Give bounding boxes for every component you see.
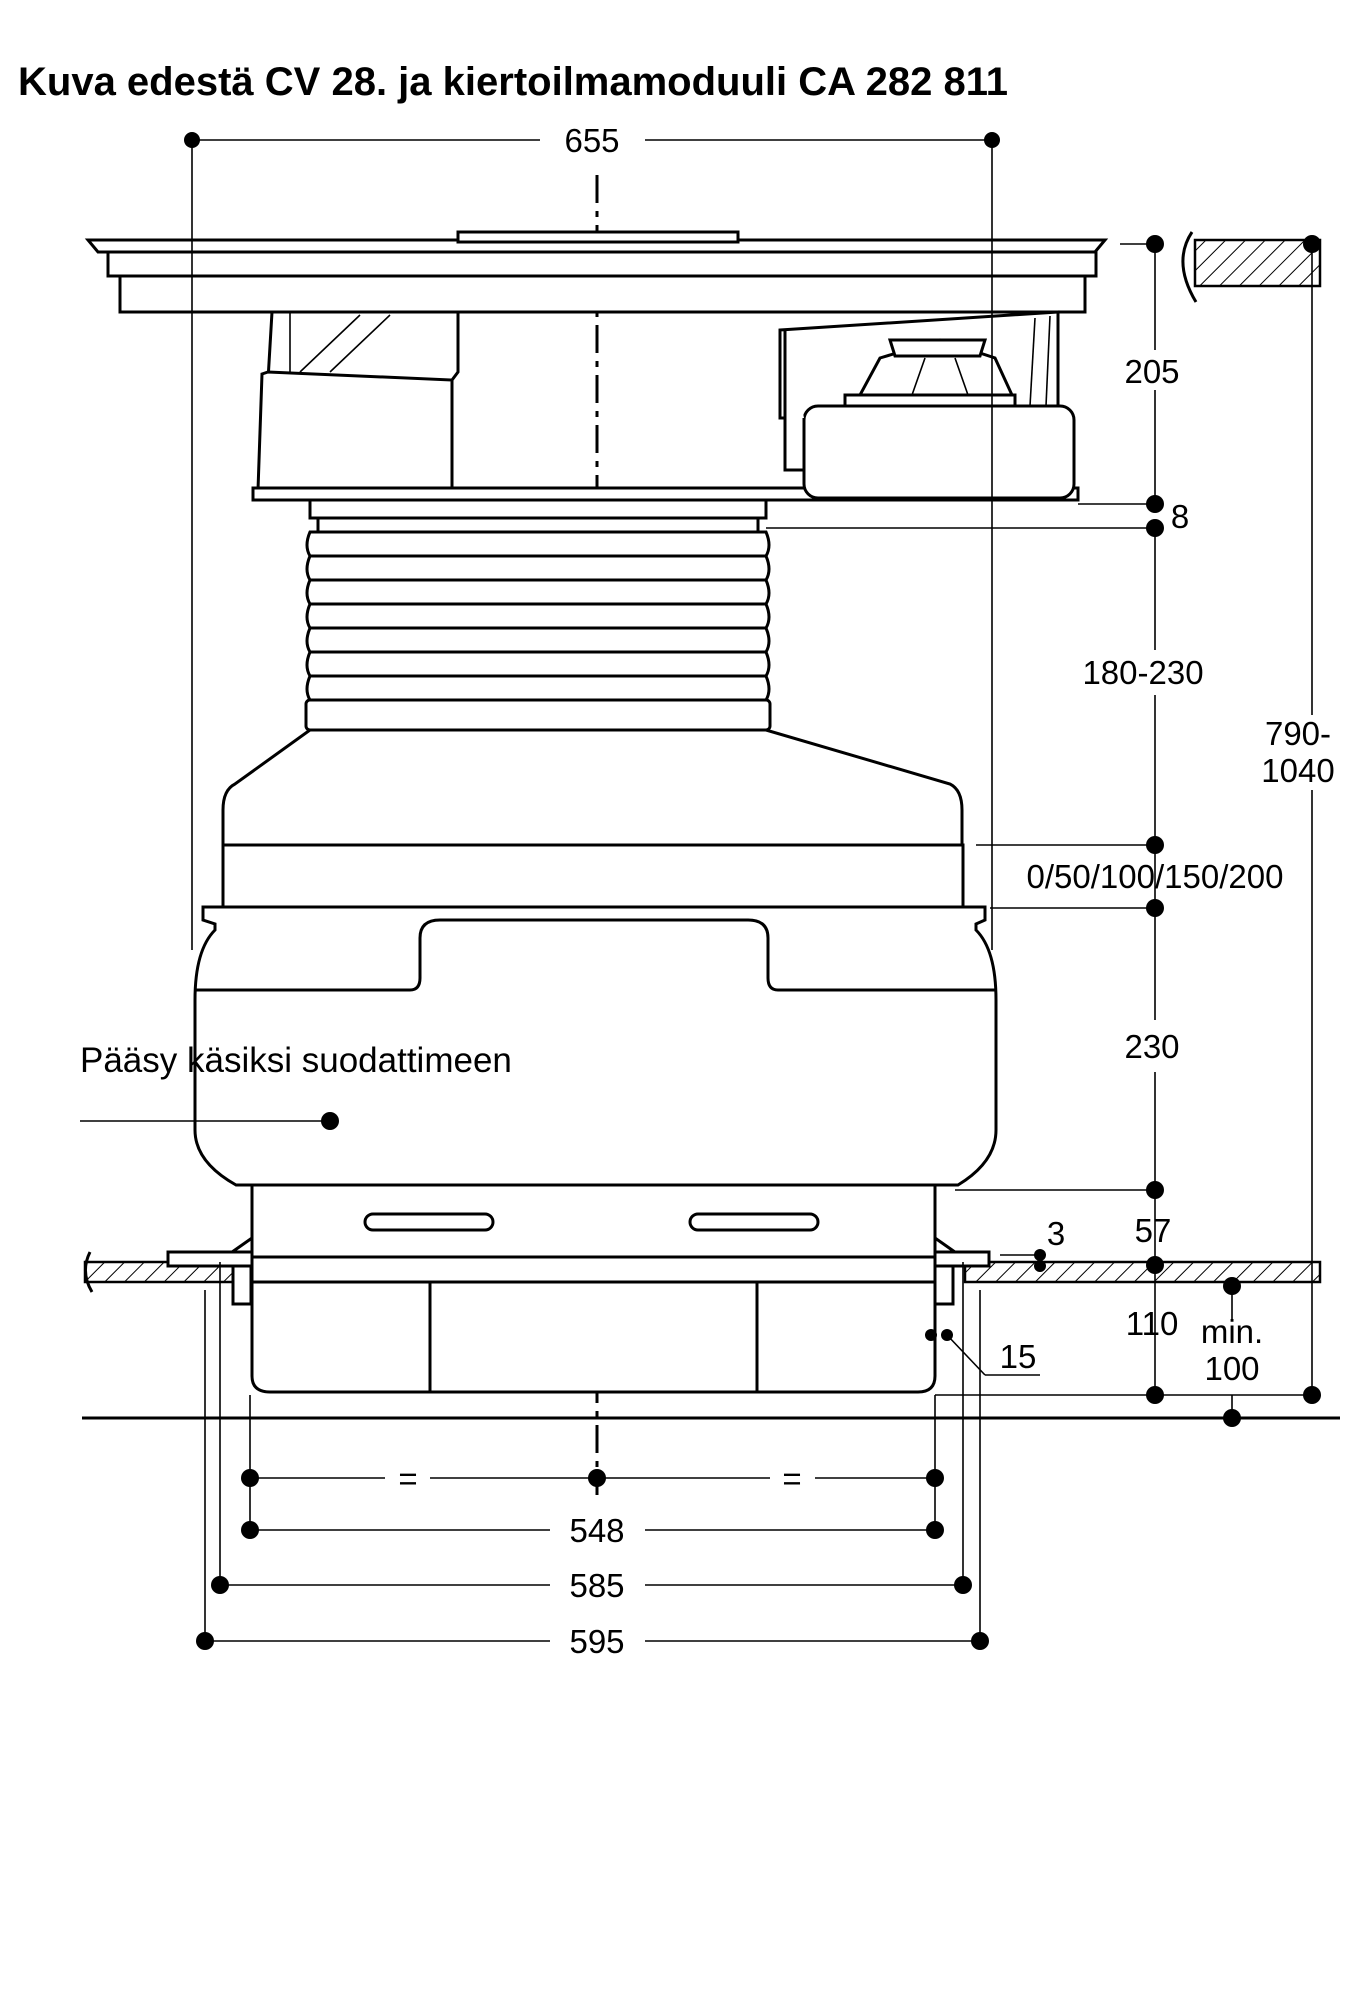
dim-min-label: min.: [1201, 1313, 1263, 1350]
dim-205: 205: [1124, 353, 1179, 390]
dim-equal-left: =: [398, 1460, 417, 1497]
page-title: Kuva edestä CV 28. ja kiertoilmamoduuli …: [18, 60, 1008, 104]
dim-8: 8: [1171, 498, 1189, 535]
dim-548: 548: [569, 1512, 624, 1549]
transition-piece: [221, 728, 965, 909]
filter-access-label: Pääsy käsiksi suodattimeen: [80, 1041, 512, 1080]
worktop: [83, 1250, 1322, 1306]
dim-595: 595: [569, 1623, 624, 1660]
dim-790-line1: 790-: [1265, 715, 1331, 752]
dim-110: 110: [1126, 1305, 1179, 1342]
top-worktop-section: [1181, 231, 1322, 303]
dim-15: 15: [1000, 1338, 1037, 1375]
filter-slot-right: [688, 1212, 820, 1232]
fan-unit: [251, 310, 1080, 502]
bellows: [304, 498, 772, 732]
dim-3: 3: [1047, 1215, 1065, 1252]
dim-230: 230: [1124, 1028, 1179, 1065]
cooktop: [84, 230, 1109, 314]
recirculation-module: [193, 905, 998, 1394]
dim-extension-options: 0/50/100/150/200: [1027, 858, 1284, 895]
dim-790-line2: 1040: [1261, 752, 1334, 789]
dimension-lines: [80, 132, 1321, 1650]
dim-655: 655: [564, 122, 619, 159]
dim-585: 585: [569, 1567, 624, 1604]
dim-equal-right: =: [782, 1460, 801, 1497]
dim-min-value: 100: [1204, 1350, 1259, 1387]
dim-57: 57: [1135, 1212, 1172, 1249]
filter-slot-left: [363, 1212, 495, 1232]
dim-180-230: 180-230: [1082, 654, 1203, 691]
